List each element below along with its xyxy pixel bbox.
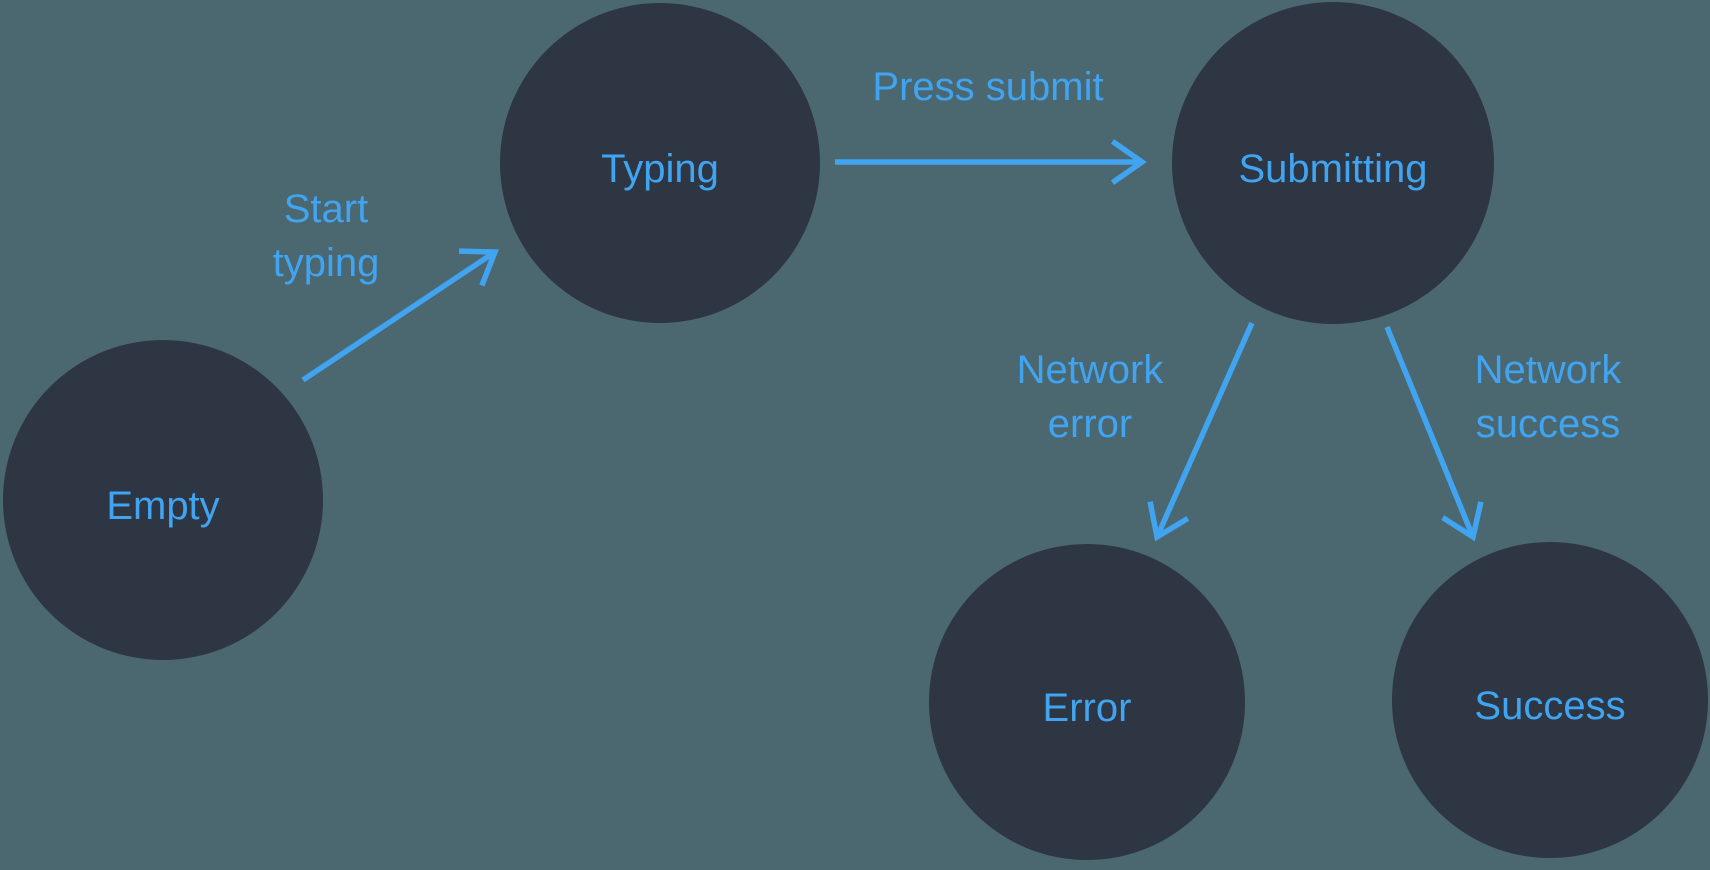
state-node-success: Success <box>1392 542 1708 858</box>
state-label-error: Error <box>1042 686 1132 730</box>
transition-label-press-submit: Press submit <box>872 65 1104 109</box>
state-label-success: Success <box>1474 684 1626 728</box>
transition-arrowhead-network-success <box>1441 501 1484 542</box>
transition-arrowhead-start-typing <box>458 248 499 287</box>
state-node-error: Error <box>929 544 1245 860</box>
transition-label-start-typing: Start typing <box>272 187 380 285</box>
transition-label-network-error: Network error <box>1016 348 1164 446</box>
transition-arrowhead-press-submit <box>1110 139 1147 185</box>
transition-line-network-error <box>1154 321 1255 539</box>
state-node-typing: Typing <box>500 3 820 323</box>
transition-line-network-success <box>1384 325 1476 539</box>
state-label-submitting: Submitting <box>1238 147 1428 191</box>
transition-line-start-typing <box>301 249 497 383</box>
state-label-typing: Typing <box>601 147 719 191</box>
transition-label-network-success: Network success <box>1474 348 1622 446</box>
state-node-empty: Empty <box>3 340 323 660</box>
state-node-submitting: Submitting <box>1172 2 1494 324</box>
state-label-empty: Empty <box>106 484 220 528</box>
transition-arrowhead-network-error <box>1147 501 1190 542</box>
